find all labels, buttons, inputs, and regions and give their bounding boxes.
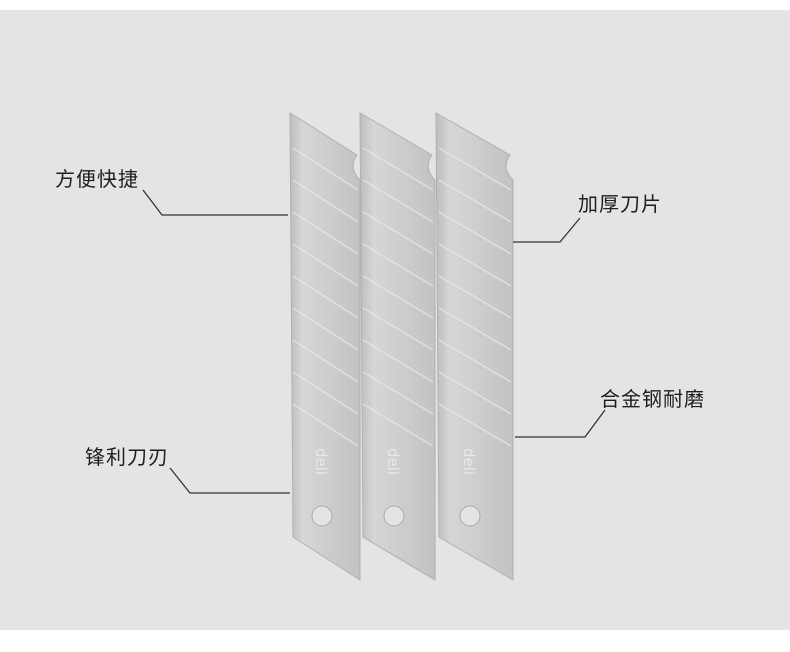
blade-left: deli bbox=[289, 112, 361, 581]
callout-sharp-edge: 锋利刀刃 bbox=[85, 445, 169, 469]
callout-convenient: 方便快捷 bbox=[55, 167, 139, 191]
leader-line-sharp-edge bbox=[169, 467, 290, 494]
leader-line-alloy-steel bbox=[515, 409, 606, 438]
callout-alloy-steel: 合金钢耐磨 bbox=[600, 387, 705, 411]
blade-right: deli bbox=[435, 112, 514, 581]
brand-mark: deli bbox=[384, 448, 402, 475]
leader-line-convenient bbox=[142, 189, 288, 216]
callout-thick-blade: 加厚刀片 bbox=[578, 192, 662, 216]
blade-middle: deli bbox=[359, 112, 436, 581]
leader-line-thick-blade bbox=[513, 217, 581, 243]
brand-mark: deli bbox=[460, 448, 478, 475]
brand-mark: deli bbox=[312, 448, 330, 475]
